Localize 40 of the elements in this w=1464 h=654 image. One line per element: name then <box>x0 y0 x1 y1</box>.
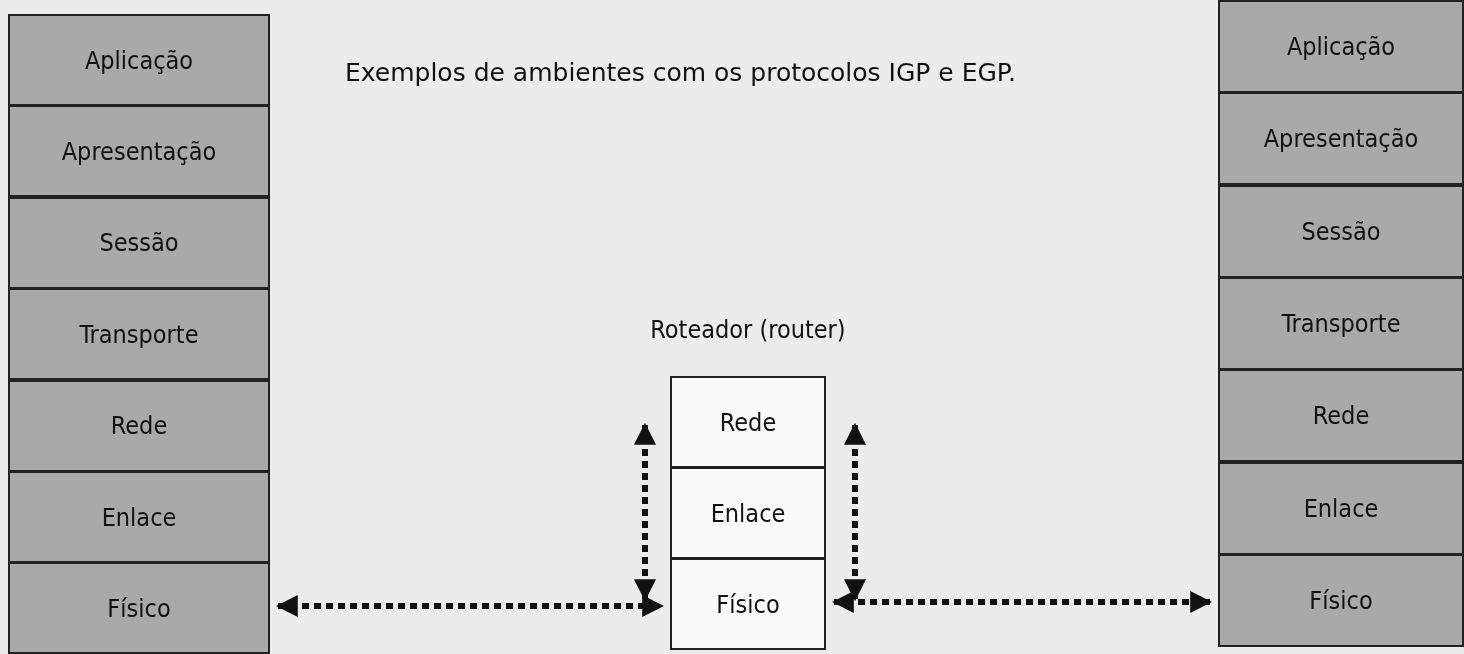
layer-label: Enlace <box>710 498 786 528</box>
layer-label: Rede <box>110 411 168 441</box>
double-arrow <box>844 422 866 602</box>
layer-label: Rede <box>719 407 777 437</box>
layer-box <box>8 471 270 563</box>
layer-label: Sessão <box>99 228 179 258</box>
layer-label: Aplicação <box>84 45 194 75</box>
layer-label: Físico <box>1309 585 1373 615</box>
double-arrow <box>831 591 1213 613</box>
double-arrow <box>275 595 665 617</box>
layer-label: Transporte <box>1281 308 1401 338</box>
title: Exemplos de ambientes com os protocolos IGP e EGP. <box>345 58 1016 87</box>
layer-label: Apresentação <box>61 136 217 166</box>
layer-box <box>670 558 826 650</box>
double-arrow <box>634 422 656 602</box>
router-caption: Roteador (router) <box>649 315 847 344</box>
layer-box <box>8 14 270 106</box>
layer-box <box>1218 184 1464 278</box>
layer-box <box>1218 276 1464 370</box>
layer-label: Rede <box>1312 401 1370 431</box>
layer-box <box>670 376 826 468</box>
layer-box <box>8 196 270 289</box>
layer-box <box>1218 553 1464 647</box>
layer-label: Enlace <box>101 502 177 532</box>
layer-box <box>670 467 826 559</box>
layer-box <box>1218 461 1464 555</box>
layer-box <box>8 562 270 654</box>
layer-label: Enlace <box>1303 493 1379 523</box>
layer-box <box>1218 369 1464 463</box>
layer-box <box>8 105 270 198</box>
layer-label: Apresentação <box>1263 124 1419 154</box>
layer-label: Transporte <box>79 319 199 349</box>
layer-label: Sessão <box>1301 216 1381 246</box>
layer-label: Aplicação <box>1286 32 1396 61</box>
layer-label: Físico <box>107 593 171 623</box>
layer-box <box>8 379 270 472</box>
layer-label: Físico <box>716 589 780 619</box>
layer-box <box>1218 0 1464 93</box>
layer-box <box>8 288 270 381</box>
layer-box <box>1218 92 1464 186</box>
